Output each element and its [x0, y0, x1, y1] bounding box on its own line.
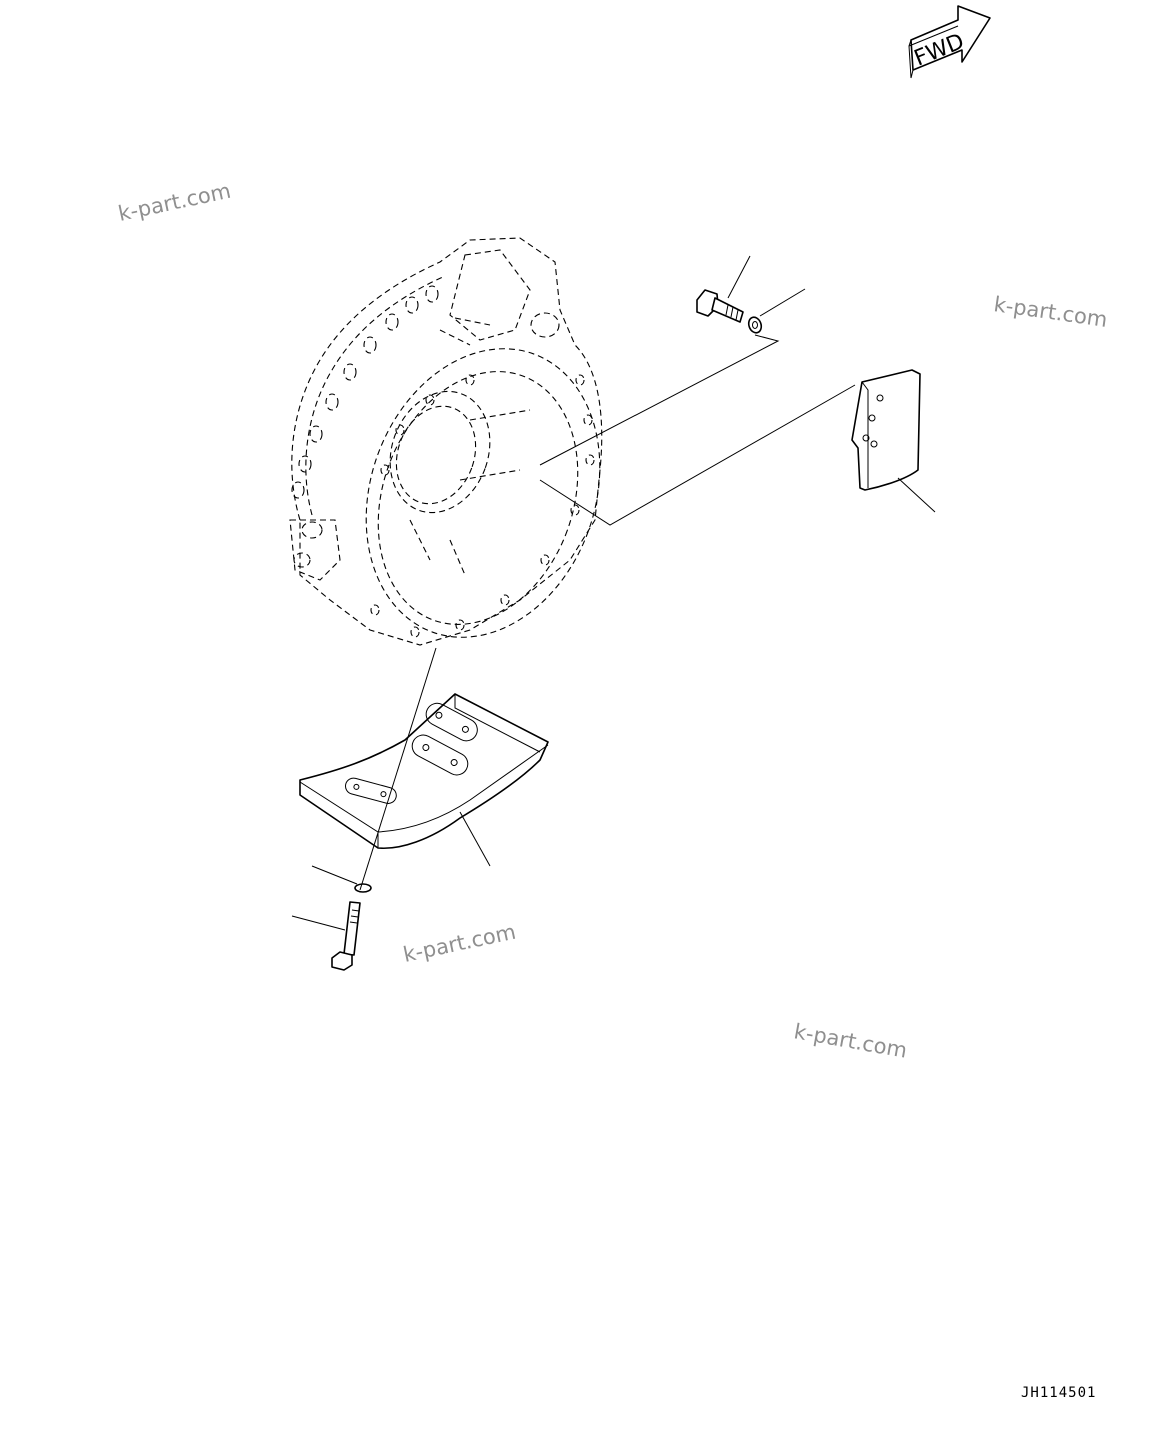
- washer-lower: [354, 883, 372, 893]
- watermark-1: k-part.com: [116, 179, 233, 226]
- svg-text:k-part.com: k-part.com: [116, 179, 233, 226]
- leader-lines: [291, 255, 936, 931]
- washer-upper: [747, 316, 763, 334]
- bolt-lower: [331, 901, 361, 971]
- lower-cover: [299, 693, 549, 850]
- drawing-code: JH114501: [1021, 1385, 1097, 1401]
- svg-text:k-part.com: k-part.com: [992, 292, 1109, 332]
- watermark-4: k-part.com: [792, 1019, 909, 1062]
- watermark-3: k-part.com: [401, 920, 518, 967]
- flywheel-housing: [289, 237, 603, 646]
- fwd-arrow-icon: FWD: [908, 5, 991, 79]
- watermark-2: k-part.com: [992, 292, 1109, 332]
- svg-text:k-part.com: k-part.com: [792, 1019, 909, 1062]
- cover-plate: [851, 369, 921, 491]
- svg-text:k-part.com: k-part.com: [401, 920, 518, 967]
- bolt-upper: [696, 289, 744, 323]
